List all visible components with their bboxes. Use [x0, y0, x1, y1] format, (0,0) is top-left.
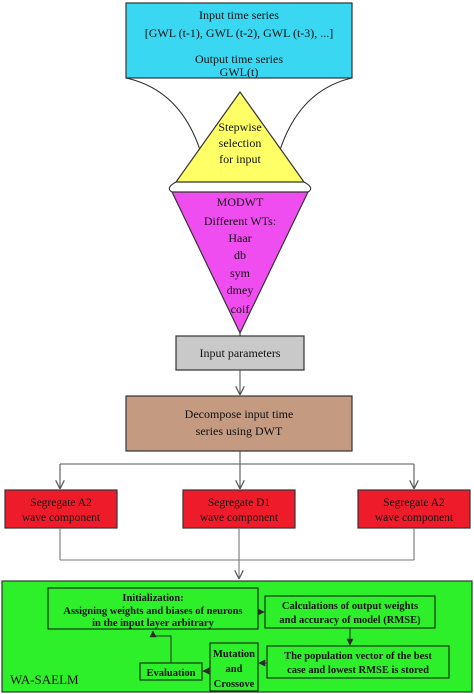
mutation-line2: and	[226, 664, 243, 675]
input-parameters-box: Input parameters	[175, 335, 305, 371]
decompose-line1: Decompose input time	[185, 407, 294, 421]
mutation-line1: Mutation	[213, 649, 255, 660]
wa-saelm-shape	[1, 580, 473, 693]
segregate-2-line1: Segregate D1	[208, 497, 271, 509]
segregate-1-line2: wave component	[22, 512, 101, 524]
modwt-triangle: MODWT Different WTs: Haar db sym dmey co…	[171, 191, 309, 335]
stored-population-box	[266, 645, 450, 679]
modwt-triangle-shape	[171, 191, 309, 335]
decompose-box: Decompose input time series using DWT	[125, 395, 353, 452]
merge-connector	[59, 528, 415, 578]
modwt-subtitle: Different WTs:	[204, 214, 276, 228]
mutation-box	[209, 642, 259, 692]
wavelet-haar: Haar	[228, 231, 251, 245]
mutation-line3: Crossove	[214, 679, 255, 690]
initialization-line2: Assigning weights and biases of neurons	[63, 606, 242, 617]
funnel-connector-middle	[168, 181, 312, 193]
selection-triangle-shape	[174, 90, 306, 183]
input-box-line3: Output time series	[195, 52, 283, 66]
arrow-evaluation-to-init	[149, 630, 172, 663]
input-box-shape	[125, 2, 353, 79]
input-box-line4: GWL(t)	[220, 65, 259, 79]
input-time-series-box: Input time series [GWL (t-1), GWL (t-2),…	[125, 2, 353, 79]
wavelet-sym: sym	[230, 266, 251, 280]
calculations-line2: and accuracy of model (RMSE)	[279, 615, 421, 626]
calculations-line1: Calculations of output weights	[282, 601, 418, 612]
split-connector	[60, 451, 414, 488]
evaluation-label: Evaluation	[146, 668, 195, 679]
input-box-line1: Input time series	[199, 8, 279, 22]
initialization-line3: in the input layer arbitrary	[92, 618, 214, 629]
segregate-1-shape	[4, 489, 118, 529]
segregate-3-line2: wave component	[375, 512, 454, 524]
selection-line2: selection	[219, 136, 262, 150]
selection-line3: for input	[219, 152, 261, 166]
input-box-line2: [GWL (t-1), GWL (t-2), GWL (t-3), ...]	[145, 26, 334, 40]
wa-saelm-label: WA-SAELM	[10, 672, 79, 687]
input-parameters-shape	[175, 335, 305, 371]
segregate-3-line1: Segregate A2	[383, 497, 445, 509]
selection-line1: Stepwise	[218, 120, 261, 134]
wavelet-dmey: dmey	[227, 283, 254, 297]
stored-line2: case and lowest RMSE is stored	[287, 665, 429, 676]
segregate-box-2: Segregate D1 wave component	[182, 489, 296, 529]
wavelet-coif: coif	[231, 302, 250, 316]
segregate-2-shape	[182, 489, 296, 529]
decompose-line2: series using DWT	[196, 424, 283, 438]
input-parameters-label: Input parameters	[200, 346, 281, 360]
segregate-2-line2: wave component	[200, 512, 279, 524]
initialization-line1: Initialization:	[122, 593, 183, 604]
segregate-3-shape	[357, 489, 471, 529]
wa-saelm-container: WA-SAELM Initialization: Assigning weigh…	[1, 580, 473, 693]
wavelet-db: db	[234, 248, 246, 262]
segregate-box-3: Segregate A2 wave component	[357, 489, 471, 529]
modwt-title: MODWT	[217, 195, 264, 209]
stepwise-selection-triangle: Stepwise selection for input	[174, 90, 306, 183]
segregate-box-1: Segregate A2 wave component	[4, 489, 118, 529]
segregate-1-line1: Segregate A2	[30, 497, 92, 509]
stored-line1: The population vector of the best	[284, 651, 432, 662]
decompose-shape	[125, 395, 353, 452]
